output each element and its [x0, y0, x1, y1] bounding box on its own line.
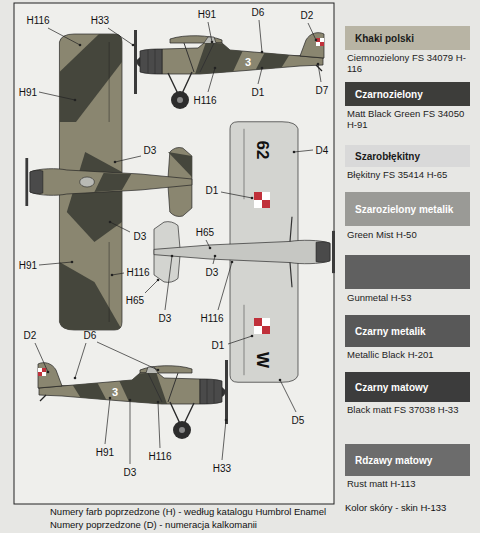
fuselage-number: 3	[245, 56, 251, 68]
color-name: Szarobłękitny	[345, 145, 470, 167]
callout-number: H65	[126, 295, 144, 306]
callout-number: H116	[126, 267, 149, 278]
callout-number: H65	[196, 227, 214, 238]
callout-number: D6	[252, 7, 265, 18]
callout-number: D6	[84, 330, 97, 341]
color-swatch	[345, 255, 470, 289]
callout-number: H33	[213, 463, 231, 474]
callout-number: D3	[124, 467, 137, 478]
callout-number: H116	[26, 15, 49, 26]
callout-number: D3	[144, 145, 157, 156]
footnote: Numery farb poprzedzone (H) - według kat…	[50, 507, 326, 517]
wing-marking: 62	[253, 141, 272, 160]
callout-number: H91	[198, 9, 216, 20]
callout-number: D7	[316, 85, 329, 96]
paint-code: Rust matt H-113	[347, 479, 470, 490]
callout-number: H116	[200, 313, 223, 324]
paint-code: Green Mist H-50	[347, 230, 470, 241]
callout-number: D2	[301, 10, 314, 21]
callout-number: D2	[24, 330, 37, 341]
callout-number: H116	[193, 95, 216, 106]
callout-number: H91	[19, 87, 37, 98]
callout-number: H91	[96, 447, 114, 458]
fuselage-number: 3	[112, 386, 118, 398]
callout-number: D4	[316, 145, 329, 156]
color-name: Czarny matowy	[345, 372, 470, 402]
color-name: Khaki polski	[345, 26, 470, 50]
callout-number: D1	[252, 87, 265, 98]
paint-code: Błękitny FS 35414 H-65	[347, 170, 470, 181]
callout-number: D3	[159, 313, 172, 324]
callout-number: D1	[212, 340, 225, 351]
paint-code: Black matt FS 37038 H-33	[347, 405, 470, 416]
wing-marking: W	[253, 352, 272, 368]
callout-number: D5	[292, 415, 305, 426]
callout-number: D1	[206, 185, 219, 196]
color-name: Szarozielony metalik	[345, 192, 470, 226]
paint-code: Ciemnozielony FS 34079 H-116	[347, 53, 470, 75]
color-name: Czarny metalik	[345, 315, 470, 347]
leader-lines	[35, 20, 321, 464]
color-name: Rdzawy matowy	[345, 444, 470, 476]
callout-number: D3	[134, 231, 147, 242]
callout-number: H116	[148, 451, 171, 462]
footnote: Numery poprzedzone (D) - numeracja kalko…	[50, 520, 257, 530]
callout-number: D3	[206, 267, 219, 278]
color-name: Czarnozielony	[345, 82, 470, 106]
paint-code: Metallic Black H-201	[347, 350, 470, 361]
paint-code: Matt Black Green FS 34050 H-91	[347, 109, 470, 131]
paint-note: Kolor skóry - skin H-133	[345, 503, 470, 514]
callout-number: H33	[91, 15, 109, 26]
callout-number: H91	[19, 260, 37, 271]
paint-code: Gunmetal H-53	[347, 293, 470, 304]
